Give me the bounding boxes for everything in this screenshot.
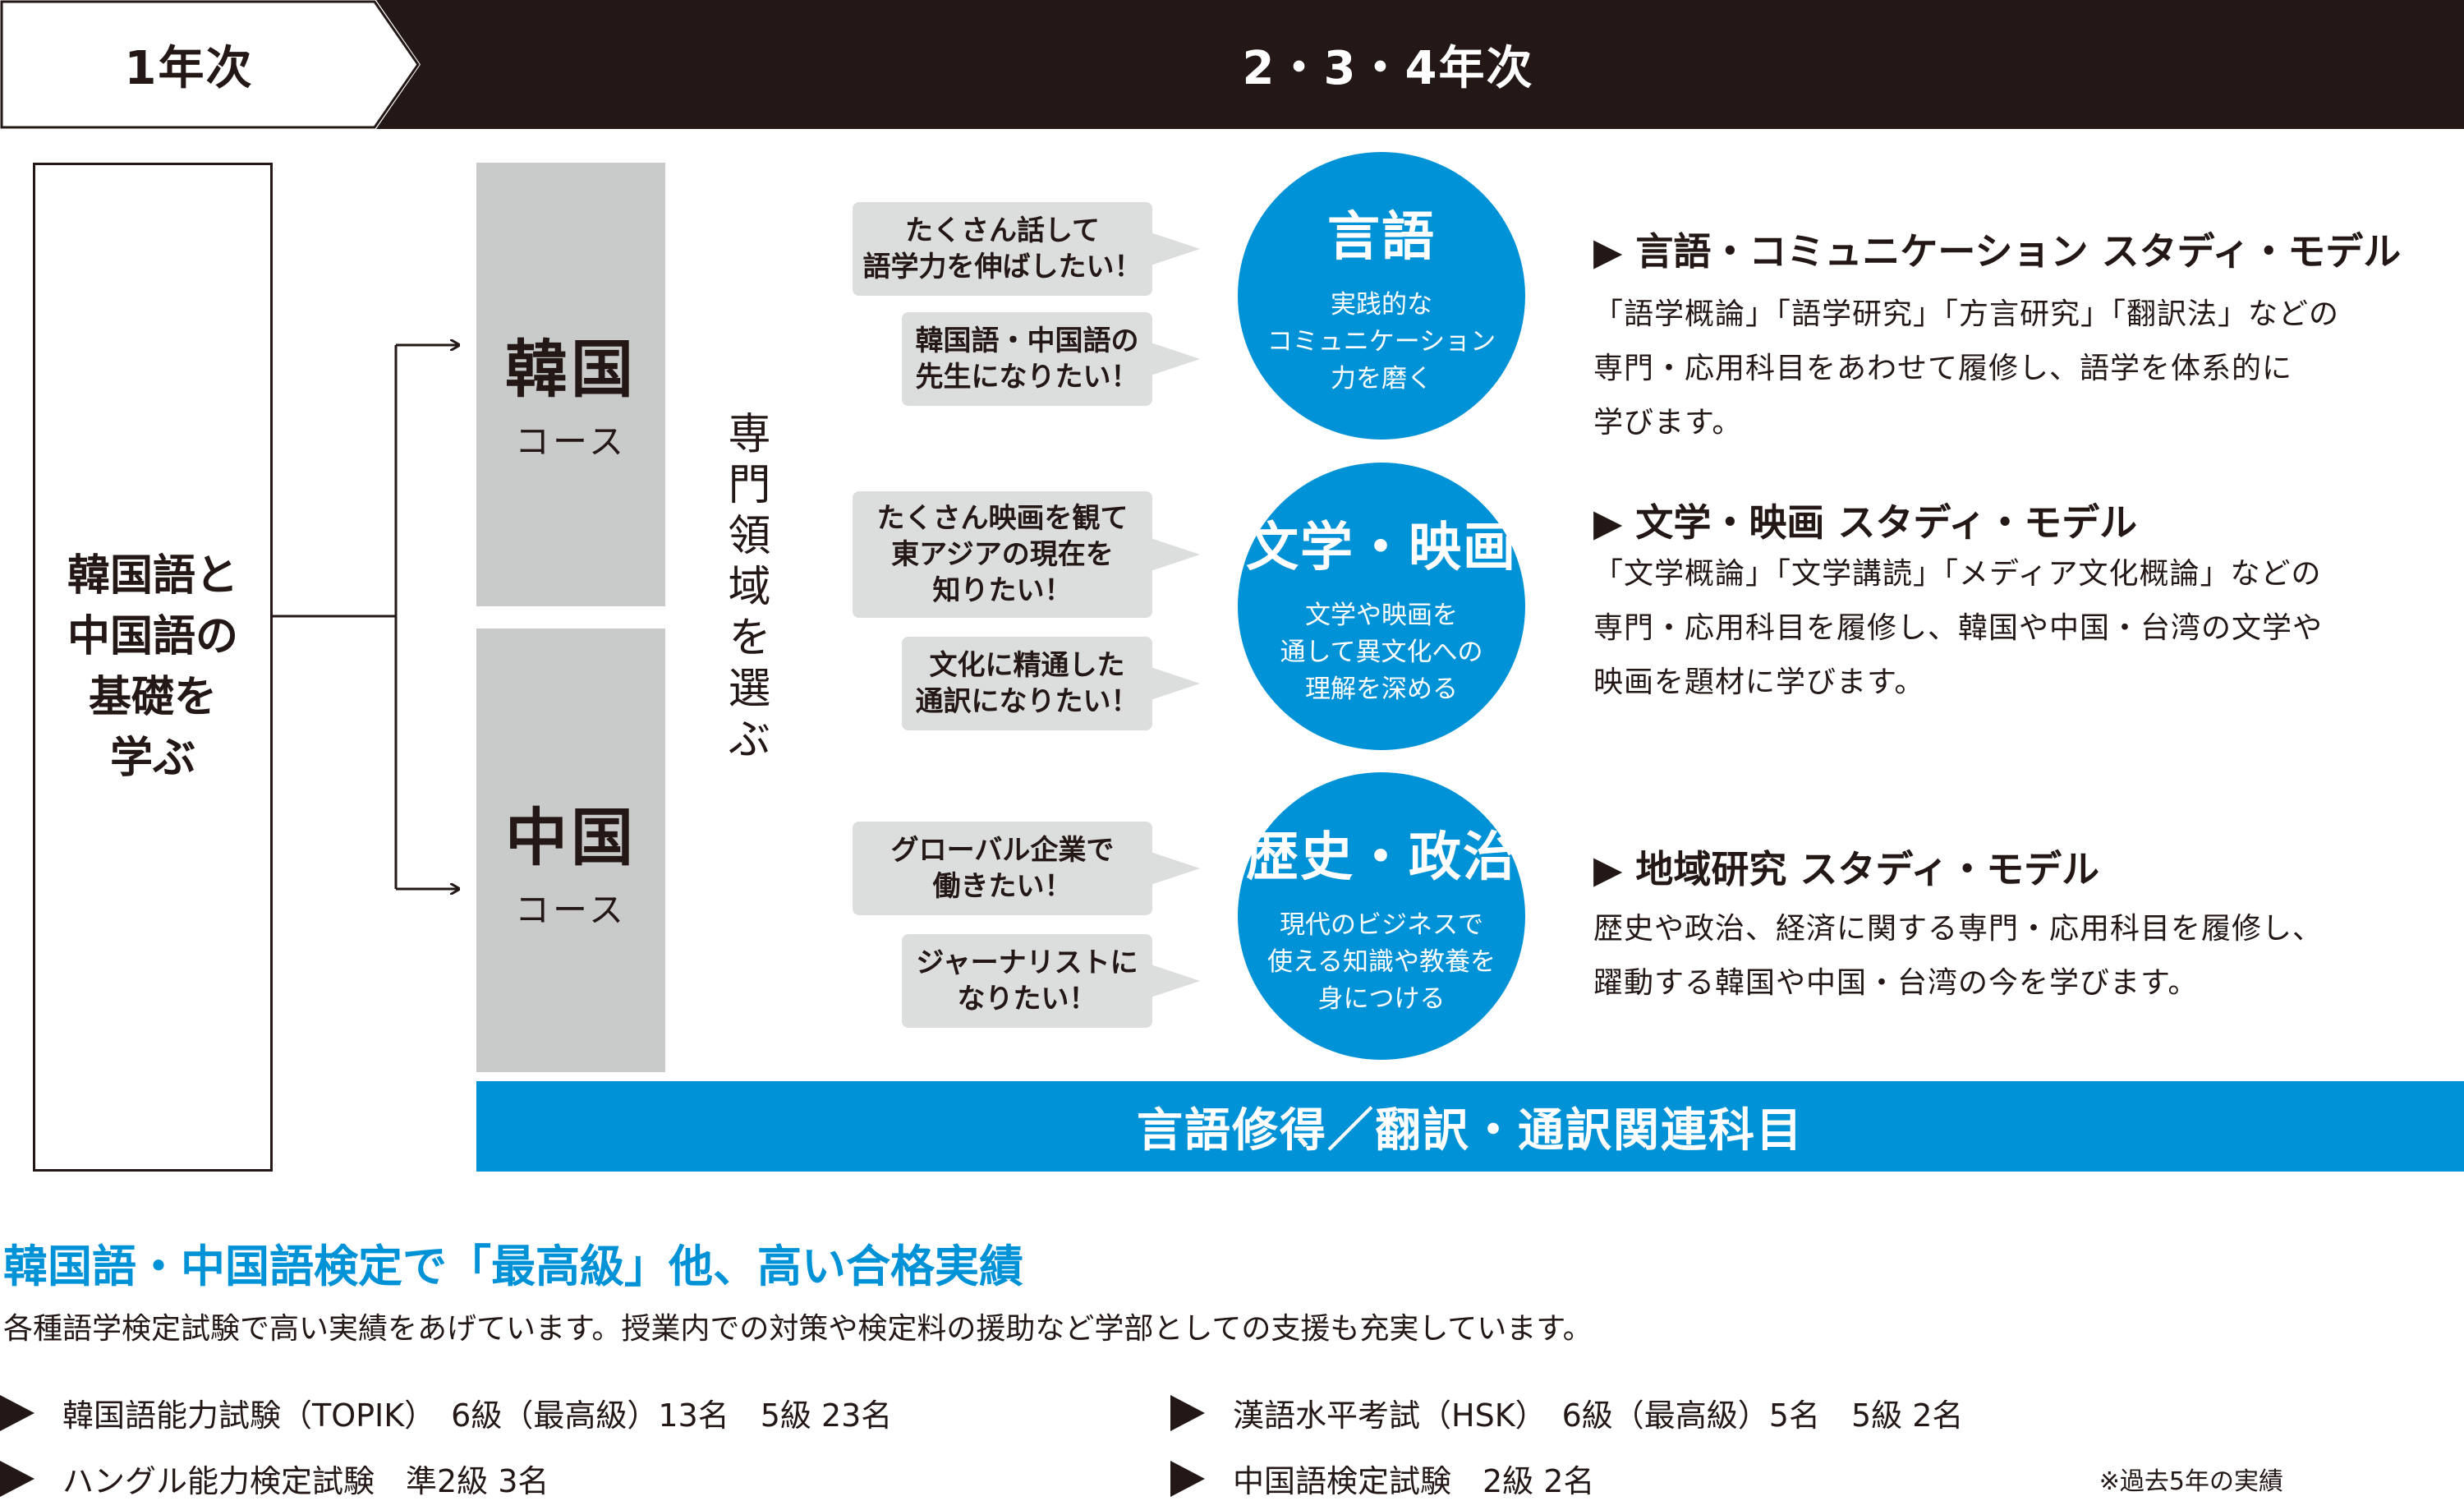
- triangle-bullet-icon: [0, 1460, 34, 1497]
- exam-result-text: ハングル能力検定試験 準2級 3名: [62, 1463, 549, 1499]
- aspiration-bubble: 文化に精通した通訳になりたい！: [902, 637, 1152, 730]
- chinese-course-name: 中国: [505, 801, 637, 874]
- korean-course-name: 韓国: [505, 333, 637, 406]
- bubble-line: 通訳になりたい！: [915, 685, 1139, 718]
- model-title: ▶ 文学・映画 スタディ・モデル: [1593, 500, 2138, 545]
- model-line: 専門・応用科目を履修し、韓国や中国・台湾の文学や: [1593, 611, 2324, 645]
- foundation-line: 学ぶ: [109, 734, 195, 783]
- circle-desc: 実践的な コミュニケーション 力を磨く: [1267, 287, 1496, 398]
- year1-label: 1年次: [124, 42, 254, 95]
- past-five-years-note: ※過去5年の実績: [2099, 1467, 2283, 1496]
- circle-title: 言語: [1327, 206, 1436, 268]
- model-body: 「語学概論」「語学研究」「方言研究」「翻訳法」などの 専門・応用科目をあわせて履…: [1593, 288, 2456, 450]
- aspiration-bubble: ジャーナリストになりたい！: [902, 934, 1152, 1028]
- model-line: 「語学概論」「語学研究」「方言研究」「翻訳法」などの: [1593, 297, 2340, 331]
- literature-study-model: ▶ 文学・映画 スタディ・モデル 「文学概論」「文学講読」「メディア文化概論」な…: [1593, 493, 2456, 710]
- bubble-line: グローバル企業で: [890, 834, 1115, 867]
- model-body: 「文学概論」「文学講読」「メディア文化概論」などの 専門・応用科目を履修し、韓国…: [1593, 547, 2456, 710]
- language-circle: 言語 実践的な コミュニケーション 力を磨く: [1238, 152, 1525, 440]
- model-title: ▶ 地域研究 スタディ・モデル: [1593, 847, 2100, 891]
- triangle-bullet-icon: [1170, 1460, 1205, 1497]
- exam-result-text: 漢語水平考試（HSK） 6級（最高級）5名 5級 2名: [1233, 1397, 1964, 1434]
- year1-tab-shape: [0, 0, 421, 129]
- circle-desc-line: 現代のビジネスで: [1279, 909, 1483, 940]
- bubble-line: 働きたい！: [932, 870, 1073, 903]
- aspiration-bubble: たくさん映画を観て東アジアの現在を知りたい！: [853, 491, 1152, 618]
- regional-study-model: ▶ 地域研究 スタディ・モデル 歴史や政治、経済に関する専門・応用科目を履修し、…: [1593, 840, 2456, 1011]
- korean-course-sub: コース: [515, 421, 627, 462]
- aspiration-bubble: 韓国語・中国語の先生になりたい！: [902, 312, 1152, 406]
- bubble-line: 語学力を伸ばしたい！: [862, 251, 1142, 283]
- exam-result-item: ハングル能力検定試験 準2級 3名: [0, 1456, 549, 1501]
- korean-course-box: 韓国 コース: [476, 163, 665, 606]
- foundation-line: 中国語の: [67, 612, 238, 661]
- model-body: 歴史や政治、経済に関する専門・応用科目を履修し、 躍動する韓国や中国・台湾の今を…: [1593, 902, 2456, 1011]
- model-title: ▶ 言語・コミュニケーション スタディ・モデル: [1593, 229, 2402, 274]
- achievements-heading: 韓国語・中国語検定で「最高級」他、高い合格実績: [3, 1241, 1023, 1292]
- foundation-box: 韓国語と 中国語の 基礎を 学ぶ: [33, 163, 273, 1172]
- exam-result-item: 韓国語能力試験（TOPIK） 6級（最高級）13名 5級 23名: [0, 1390, 892, 1435]
- bubble-line: 文化に精通した: [929, 649, 1125, 682]
- circle-desc-line: 使える知識や教養を: [1266, 946, 1496, 977]
- literature-film-circle: 文学・映画 文学や映画を 通して異文化への 理解を深める: [1238, 463, 1525, 750]
- exam-result-item: 中国語検定試験 2級 2名: [1170, 1456, 1594, 1501]
- foundation-text: 韓国語と 中国語の 基礎を 学ぶ: [67, 546, 238, 789]
- year234-label: 2・3・4年次: [1242, 42, 1534, 95]
- foundation-line: 韓国語と: [67, 551, 238, 601]
- translation-subjects-bar: 言語修得／翻訳・通訳関連科目: [476, 1081, 2464, 1172]
- foundation-line: 基礎を: [88, 673, 217, 722]
- language-study-model: ▶ 言語・コミュニケーション スタディ・モデル 「語学概論」「語学研究」「方言研…: [1593, 222, 2456, 450]
- bubble-line: 先生になりたい！: [915, 361, 1139, 394]
- model-line: 歴史や政治、経済に関する専門・応用科目を履修し、: [1593, 912, 2324, 946]
- exam-result-text: 韓国語能力試験（TOPIK） 6級（最高級）13名 5級 23名: [62, 1397, 893, 1434]
- circle-desc-line: 身につける: [1317, 983, 1446, 1014]
- model-line: 学びます。: [1593, 406, 1743, 440]
- chinese-course-box: 中国 コース: [476, 628, 665, 1072]
- exam-result-text: 中国語検定試験 2級 2名: [1233, 1463, 1595, 1499]
- bubble-line: たくさん映画を観て: [876, 502, 1129, 535]
- chinese-course-sub: コース: [515, 890, 627, 930]
- circle-desc-line: 通して異文化への: [1280, 637, 1483, 667]
- circle-desc-line: 実践的な: [1330, 289, 1432, 320]
- circle-desc-line: 理解を深める: [1304, 674, 1458, 704]
- aspiration-bubble: グローバル企業で働きたい！: [853, 822, 1152, 915]
- model-line: 「文学概論」「文学講読」「メディア文化概論」などの: [1593, 557, 2322, 591]
- triangle-bullet-icon: [0, 1394, 34, 1431]
- bubble-line: たくさん話して: [905, 214, 1100, 247]
- circle-desc-line: コミュニケーション: [1266, 326, 1496, 357]
- bubble-line: 知りたい！: [932, 574, 1073, 607]
- circle-desc-line: 文学や映画を: [1304, 600, 1458, 630]
- triangle-bullet-icon: [1170, 1394, 1205, 1431]
- model-line: 映画を題材に学びます。: [1593, 665, 1925, 699]
- circle-title: 文学・映画: [1246, 517, 1517, 578]
- bubble-line: ジャーナリストに: [916, 946, 1138, 979]
- course-connector: [273, 329, 478, 904]
- circle-desc-line: 力を磨く: [1330, 363, 1432, 394]
- history-politics-circle: 歴史・政治 現代のビジネスで 使える知識や教養を 身につける: [1238, 772, 1525, 1060]
- bubble-line: 東アジアの現在を: [891, 538, 1114, 571]
- exam-result-item: 漢語水平考試（HSK） 6級（最高級）5名 5級 2名: [1170, 1390, 1963, 1435]
- bubble-line: 韓国語・中国語の: [915, 325, 1139, 357]
- bubble-line: なりたい！: [957, 983, 1097, 1015]
- achievements-description: 各種語学検定試験で高い実績をあげています。授業内での対策や検定料の援助など学部と…: [3, 1312, 1593, 1346]
- choose-specialty-label: 専門領域を選ぶ: [720, 411, 770, 767]
- circle-desc: 現代のビジネスで 使える知識や教養を 身につける: [1267, 907, 1496, 1018]
- model-line: 躍動する韓国や中国・台湾の今を学びます。: [1593, 966, 2199, 1000]
- model-line: 専門・応用科目をあわせて履修し、語学を体系的に: [1593, 352, 2293, 385]
- aspiration-bubble: たくさん話して語学力を伸ばしたい！: [853, 202, 1152, 296]
- circle-desc: 文学や映画を 通して異文化への 理解を深める: [1280, 597, 1483, 708]
- circle-title: 歴史・政治: [1246, 826, 1517, 888]
